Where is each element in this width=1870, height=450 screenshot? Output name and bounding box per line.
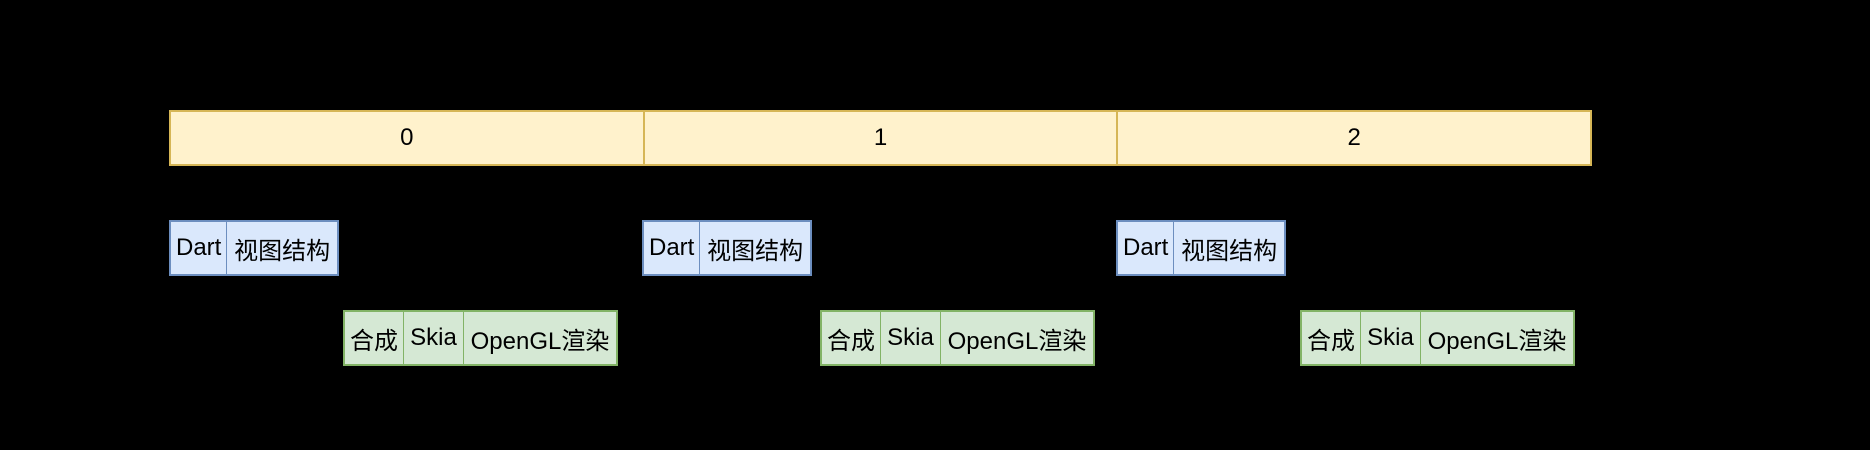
ui-thread-view-structure-cell: 视图结构	[226, 222, 337, 274]
gpu-thread-skia-cell: Skia	[1360, 312, 1420, 364]
timeline-frame-0-label: 0	[400, 124, 414, 151]
gpu-thread-box-frame-1: 合成 Skia OpenGL渲染	[820, 310, 1095, 366]
gpu-thread-composite-cell: 合成	[350, 327, 398, 355]
timeline-section-frame-0: 0	[171, 112, 643, 164]
ui-thread-box-frame-0: Dart 视图结构	[169, 220, 339, 276]
ui-thread-box-frame-2: Dart 视图结构	[1116, 220, 1286, 276]
ui-thread-view-structure-cell: 视图结构	[699, 222, 810, 274]
gpu-thread-composite-cell: 合成	[1307, 327, 1355, 355]
timeline-frame-2-label: 2	[1347, 124, 1361, 151]
ui-thread-view-structure-cell: 视图结构	[1173, 222, 1284, 274]
ui-thread-box-frame-1: Dart 视图结构	[642, 220, 812, 276]
timeline-section-frame-2: 2	[1116, 112, 1590, 164]
gpu-thread-composite-cell: 合成	[827, 327, 875, 355]
ui-thread-dart-cell: Dart	[1123, 234, 1169, 261]
gpu-thread-skia-cell: Skia	[880, 312, 940, 364]
timeline-section-frame-1: 1	[642, 112, 1117, 164]
timeline-frame-1-label: 1	[873, 124, 888, 151]
gpu-thread-opengl-render-cell: OpenGL渲染	[1420, 312, 1573, 364]
gpu-thread-box-frame-2: 合成 Skia OpenGL渲染	[1300, 310, 1575, 366]
ui-thread-dart-cell: Dart	[649, 234, 695, 261]
gpu-thread-opengl-render-cell: OpenGL渲染	[463, 312, 616, 364]
gpu-thread-box-frame-0: 合成 Skia OpenGL渲染	[343, 310, 618, 366]
gpu-thread-skia-cell: Skia	[403, 312, 463, 364]
ui-thread-dart-cell: Dart	[176, 234, 222, 261]
frame-timeline-bar: 0 1 2	[169, 110, 1592, 166]
gpu-thread-opengl-render-cell: OpenGL渲染	[940, 312, 1093, 364]
